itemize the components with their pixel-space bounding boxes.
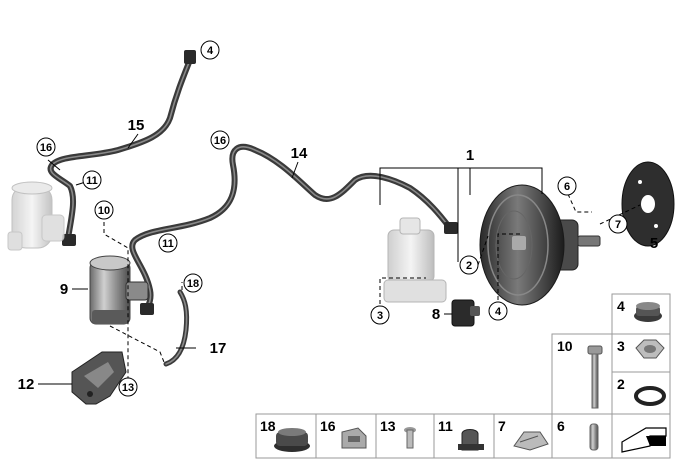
callout-17[interactable]: 17 (210, 340, 227, 357)
callout-2[interactable]: 2 (459, 255, 479, 275)
logo-arrow-icon (621, 427, 667, 453)
vacuum-hose-14 (129, 143, 458, 315)
callout-4-top[interactable]: 4 (200, 40, 220, 60)
callout-4-low[interactable]: 4 (488, 301, 508, 321)
callout-9[interactable]: 9 (60, 281, 68, 298)
table-label-16: 16 (320, 418, 336, 434)
vacuum-line-17 (163, 289, 190, 367)
callout-6[interactable]: 6 (557, 176, 577, 196)
svg-text:16: 16 (40, 142, 52, 154)
callout-16-mid[interactable]: 16 (210, 130, 230, 150)
svg-text:4: 4 (207, 45, 214, 57)
svg-text:11: 11 (86, 175, 98, 187)
spring-clip-icon (513, 431, 549, 451)
callout-7[interactable]: 7 (608, 214, 628, 234)
vacuum-hose-15 (47, 50, 196, 246)
callout-13[interactable]: 13 (118, 377, 138, 397)
fluid-reservoir-ghost (383, 217, 447, 303)
pin-icon (589, 423, 599, 451)
svg-text:10: 10 (98, 205, 110, 217)
dash-leaders (103, 193, 641, 380)
hose-connector-booster (444, 222, 458, 234)
table-label-18: 18 (260, 418, 276, 434)
callout-10[interactable]: 10 (94, 200, 114, 220)
hose-clip-icon (341, 427, 367, 449)
table-label-6: 6 (557, 418, 565, 434)
grommet-icon (634, 302, 662, 322)
leader-lines (38, 133, 543, 385)
callout-5[interactable]: 5 (650, 235, 658, 252)
bolt-icon (587, 345, 603, 409)
table-label-2: 2 (617, 376, 625, 392)
callout-11-mid[interactable]: 11 (158, 233, 178, 253)
svg-text:7: 7 (615, 219, 621, 231)
callout-1[interactable]: 1 (466, 147, 474, 164)
svg-text:18: 18 (187, 278, 199, 290)
hose-connector-top (184, 50, 196, 64)
svg-text:3: 3 (377, 310, 383, 322)
parts-table: 4 3 2 10 6 18 16 13 11 7 (255, 293, 671, 459)
rivet-icon (404, 427, 416, 449)
callout-18[interactable]: 18 (183, 273, 203, 293)
clamp-icon (458, 429, 484, 451)
table-label-10: 10 (557, 338, 573, 354)
vacuum-pump (89, 255, 149, 325)
grommet-large-icon (274, 428, 310, 452)
callout-12[interactable]: 12 (18, 376, 35, 393)
svg-text:13: 13 (122, 382, 134, 394)
table-label-11: 11 (438, 418, 453, 434)
callout-8[interactable]: 8 (432, 306, 440, 323)
table-label-13: 13 (380, 418, 396, 434)
pump-bracket (71, 351, 127, 405)
svg-text:2: 2 (466, 260, 472, 272)
brake-booster (479, 184, 601, 306)
svg-text:4: 4 (495, 306, 502, 318)
hose-connector-pump (62, 234, 76, 246)
callout-15[interactable]: 15 (128, 117, 145, 134)
svg-text:6: 6 (564, 181, 570, 193)
pump-ghost-outline (7, 181, 65, 251)
callout-14[interactable]: 14 (291, 145, 308, 162)
table-label-4: 4 (617, 298, 625, 314)
callout-11-left[interactable]: 11 (82, 170, 102, 190)
gasket-5 (621, 161, 675, 247)
table-cell-6[interactable] (551, 413, 613, 459)
svg-text:16: 16 (214, 135, 226, 147)
sensor-8 (451, 299, 480, 327)
callout-3[interactable]: 3 (370, 305, 390, 325)
callout-16-left[interactable]: 16 (36, 137, 56, 157)
nut-icon (635, 339, 665, 359)
table-cell-13[interactable] (375, 413, 435, 459)
table-label-7: 7 (498, 418, 506, 434)
table-label-3: 3 (617, 338, 625, 354)
o-ring-icon (634, 386, 666, 406)
svg-text:11: 11 (162, 238, 174, 250)
hose-connector-pump-2 (140, 303, 154, 315)
